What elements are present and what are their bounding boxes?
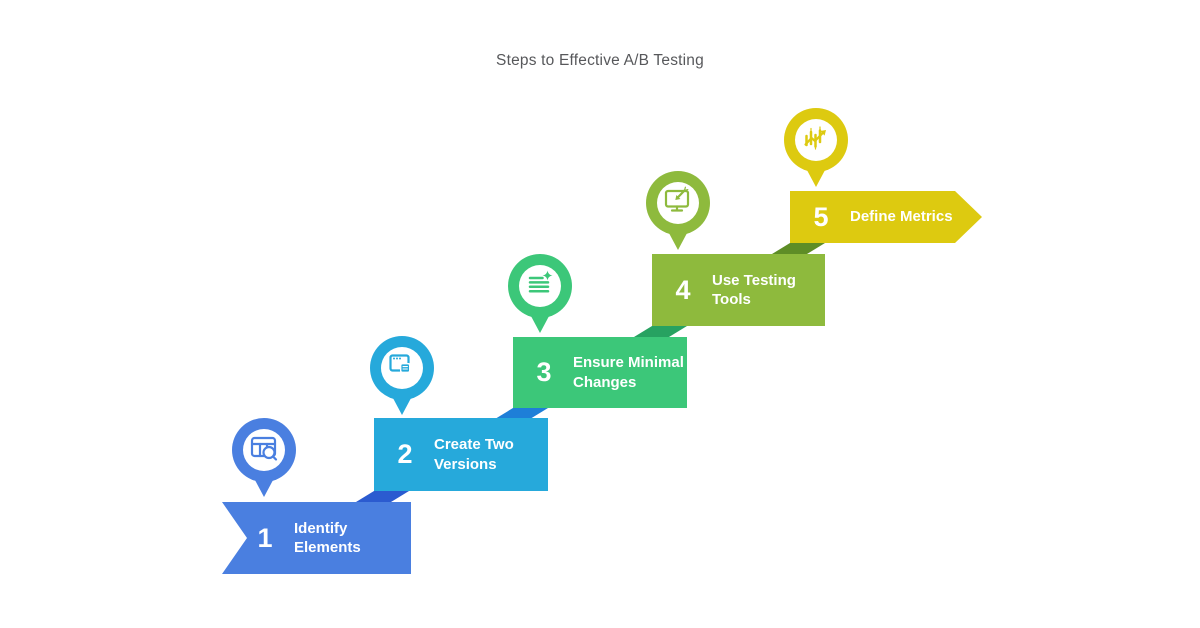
monitor-dart-icon xyxy=(664,186,690,212)
step-5-label: Define Metrics xyxy=(850,208,953,226)
step-5-pin xyxy=(784,108,848,187)
step-3-number: 3 xyxy=(536,357,552,387)
growth-chart-icon xyxy=(804,126,826,150)
step-2-label: Create Two Versions xyxy=(434,436,514,473)
table-search-icon xyxy=(250,436,278,461)
document-sparkle-icon xyxy=(528,270,553,293)
step-1-label: Identify Elements xyxy=(294,519,361,556)
step-4-label: Use Testing Tools xyxy=(712,271,796,308)
step-5-fold xyxy=(772,243,825,254)
diagram-title: Steps to Effective A/B Testing xyxy=(496,52,704,69)
step-4-number: 4 xyxy=(675,274,691,305)
pin-inner-circle xyxy=(657,182,699,224)
step-1-pin xyxy=(232,418,296,497)
step-4-block: 4 Use Testing Tools xyxy=(652,254,825,326)
step-3-pin xyxy=(508,254,572,333)
step-5-block: 5 Define Metrics xyxy=(790,191,982,243)
step-4-fold xyxy=(634,326,687,337)
step-1-block: 1 Identify Elements xyxy=(222,502,411,574)
step-2-number: 2 xyxy=(397,439,413,469)
step-3-block: 3 Ensure Minimal Changes xyxy=(513,337,687,408)
step-3-fold xyxy=(495,408,548,419)
step-3-label: Ensure Minimal Changes xyxy=(573,354,684,391)
step-2-block: 2 Create Two Versions xyxy=(374,418,548,491)
step-4-pin xyxy=(646,171,710,250)
step-5-number: 5 xyxy=(813,201,829,232)
step-2-fold xyxy=(356,491,409,502)
step-2-pin xyxy=(370,336,434,415)
browser-windows-icon xyxy=(389,354,411,373)
step-1-number: 1 xyxy=(257,522,273,553)
